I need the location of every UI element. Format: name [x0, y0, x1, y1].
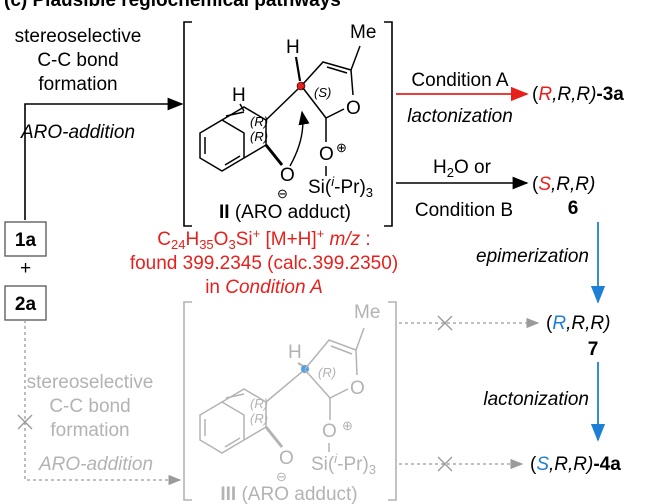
iii-oxonium-plus: ⊕	[342, 418, 353, 433]
iii-stereo-top: (R)	[318, 365, 336, 380]
mass-spec-note: C24H35O3Si+ [M+H]+ m/z : found 399.2345 …	[130, 226, 398, 298]
iii-stereo-r2: (R)	[250, 396, 268, 411]
oxonium-plus: ⊕	[336, 140, 347, 155]
section-title: (c) Plausible regiochemical pathways	[4, 0, 341, 11]
reagent-plus: +	[20, 258, 31, 279]
lower-method: ARO-addition	[38, 454, 153, 475]
product-7: (R,R,R)	[546, 313, 610, 334]
iii-oxide-o: O	[279, 448, 294, 469]
carbonyl-o: O	[319, 144, 334, 165]
oxide-o: O	[280, 165, 295, 186]
reagent-2a: 2a	[15, 294, 37, 315]
product-6: (S,R,R)	[532, 174, 595, 195]
h-top: H	[286, 37, 300, 58]
product-6-id: 6	[568, 198, 579, 219]
reagent-1a: 1a	[15, 230, 37, 251]
label-h2o-or: H2O or	[433, 157, 492, 180]
label-II: II (ARO adduct)	[219, 202, 351, 223]
upper-text-2: C-C bond	[37, 50, 118, 71]
lower-text-2: C-C bond	[49, 396, 130, 417]
intermediate-III: (R) (R) O ⊖ H O (R) Me O ⊕ Si(i-Pr)3 III…	[183, 301, 397, 504]
ms-condition-line: in Condition A	[205, 277, 323, 298]
blocked-x-4a	[437, 456, 453, 472]
blocked-x-left	[17, 414, 33, 430]
iii-h-top: H	[288, 342, 302, 363]
lower-text-3: formation	[50, 420, 129, 441]
upper-pathway-arrow	[24, 97, 184, 220]
label-lactonization-top: lactonization	[407, 106, 513, 127]
iii-oxide-minus: ⊖	[276, 469, 287, 484]
upper-text-1: stereoselective	[15, 26, 142, 47]
label-condition-b: Condition B	[415, 200, 513, 221]
h-left: H	[232, 85, 246, 106]
upper-text-3: formation	[38, 74, 117, 95]
product-3a: (R,R,R)-3a	[532, 84, 624, 105]
ms-formula-line: C24H35O3Si+ [M+H]+ m/z :	[157, 226, 370, 252]
iii-methyl: Me	[354, 302, 380, 323]
methyl: Me	[350, 22, 376, 43]
label-epimerization: epimerization	[476, 246, 589, 267]
ring-o: O	[346, 98, 361, 119]
product-4a: (S,R,R)-4a	[530, 454, 621, 475]
stereo-r1: (R)	[250, 129, 268, 144]
lower-text-1: stereoselective	[27, 372, 154, 393]
label-lactonization-bottom: lactonization	[483, 389, 589, 410]
ms-found-line: found 399.2345 (calc.399.2350)	[130, 253, 398, 274]
product-7-id: 7	[588, 339, 599, 360]
bracket-II-left	[183, 21, 192, 227]
stereo-r2: (R)	[250, 114, 268, 129]
bracket-III-right	[388, 301, 397, 501]
label-condition-a: Condition A	[411, 70, 509, 91]
upper-method: ARO-addition	[20, 122, 135, 143]
oxide-minus: ⊖	[277, 186, 288, 201]
iii-ring-o: O	[350, 378, 365, 399]
stereo-s: (S)	[314, 85, 331, 100]
reagent-box-2a	[4, 285, 47, 321]
label-III: III (ARO adduct)	[220, 484, 357, 504]
iii-stereo-r1: (R)	[250, 411, 268, 426]
intermediate-II: (R) (R) H O ⊖ H O (S) Me O ⊕ Si(i-Pr)3 I…	[183, 21, 393, 227]
silyl-group: Si(i-Pr)3	[308, 174, 373, 200]
blocked-x-7	[437, 315, 453, 331]
bracket-III-left	[183, 301, 192, 501]
reagent-box-1a	[4, 221, 47, 257]
iii-silyl-group: Si(i-Pr)3	[311, 451, 376, 477]
iii-carbonyl-o: O	[322, 421, 337, 442]
bracket-II-right	[384, 21, 393, 227]
